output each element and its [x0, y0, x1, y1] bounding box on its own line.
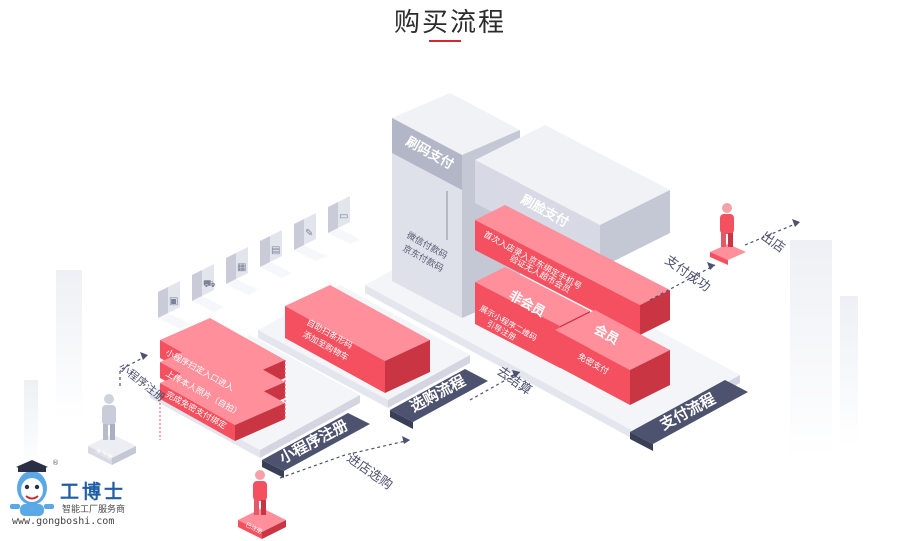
wallet-icon: ▭: [328, 196, 360, 244]
gongboshi-logo: [10, 460, 54, 516]
logo-name: 工博士: [60, 481, 127, 503]
person-card-icon: ▣: [158, 281, 190, 329]
svg-text:✎: ✎: [305, 228, 313, 239]
member-block: 会员 免密支付: [555, 310, 670, 405]
svg-text:▦: ▦: [237, 262, 246, 273]
logo-url: www.gongboshi.com: [12, 516, 115, 527]
flow-arrows: [119, 221, 801, 479]
svg-text:▭: ▭: [339, 211, 348, 222]
svg-text:▣: ▣: [169, 296, 178, 307]
arrow-label-exit: 出店: [758, 229, 788, 256]
box-icon: ▤: [260, 230, 292, 278]
arrow-heads: [140, 219, 800, 444]
register-step-stack: 小程序扫定入口进入 上传本人照片（自拍） 完成免密支付绑定: [159, 318, 286, 441]
svg-text:⛟: ⛟: [203, 279, 216, 290]
barcode-icon: ▦: [226, 247, 258, 295]
icon-row: ▣ ⛟ ▦ ▤ ✎ ▭: [158, 196, 360, 329]
logo-registered-mark: ®: [52, 459, 59, 467]
title-underline: [429, 40, 461, 42]
register-layer-3: [160, 361, 285, 441]
shopping-card: 自助扫条形码 添加至购物车: [285, 285, 430, 393]
page-title: 购买流程: [393, 8, 506, 38]
background-towers: [24, 240, 858, 470]
person-registered: 已注册: [238, 470, 286, 539]
person-exiting: [710, 203, 746, 265]
arrow-label-enter-store: 进店选购: [344, 450, 396, 493]
cart-icon: ⛟: [192, 264, 224, 312]
person-unregistered: 未注册: [88, 394, 136, 465]
logo-tagline: 智能工厂服务商: [62, 505, 126, 515]
svg-text:▤: ▤: [271, 245, 280, 256]
first-visit-block: 首次入店录入京东绑定手机号 验证无人超市会员: [475, 205, 670, 335]
arrow-label-paid: 支付成功: [662, 253, 713, 295]
scanner-icon: ✎: [294, 213, 326, 261]
